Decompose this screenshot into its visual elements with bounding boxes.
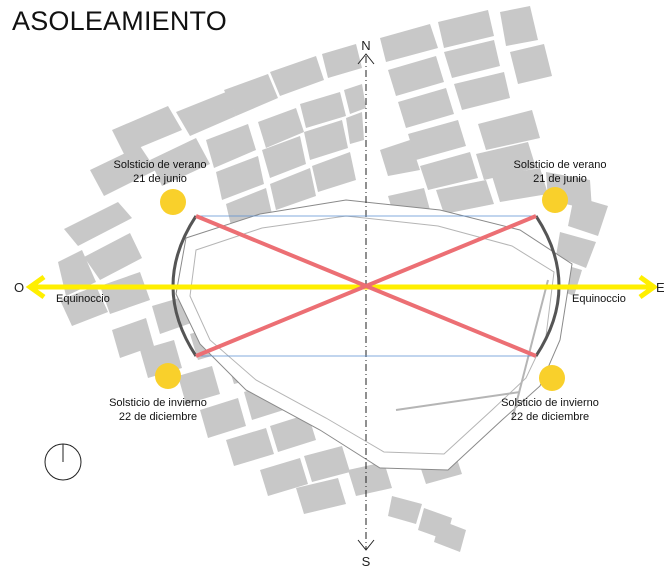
winter-right-label-1: Solsticio de invierno xyxy=(501,397,599,409)
winter-left-label-2: 22 de diciembre xyxy=(119,411,197,423)
west-arrow-icon xyxy=(25,274,46,300)
south-label: S xyxy=(362,554,371,567)
north-arrow-icon xyxy=(357,53,375,65)
summer-sunset-sun-icon xyxy=(542,187,568,213)
summer-right-label-2: 21 de junio xyxy=(533,173,587,185)
summer-left-label-1: Solsticio de verano xyxy=(114,159,207,171)
east-label: E xyxy=(656,280,664,295)
summer-left-label-2: 21 de junio xyxy=(133,173,187,185)
winter-right-label-2: 22 de diciembre xyxy=(511,411,589,423)
equinox-right-label: Equinoccio xyxy=(572,293,626,305)
equinox-left-label: Equinoccio xyxy=(56,293,110,305)
summer-sunrise-sun-icon xyxy=(160,189,186,215)
page-title: ASOLEAMIENTO xyxy=(12,6,227,36)
summer-right-label-1: Solsticio de verano xyxy=(514,159,607,171)
west-label: O xyxy=(14,280,24,295)
south-arrow-icon xyxy=(357,539,375,551)
winter-sunrise-sun-icon xyxy=(155,363,181,389)
plaza-path-2 xyxy=(511,279,549,421)
plaza-path xyxy=(395,391,521,411)
east-arrow-icon xyxy=(638,274,659,300)
central-plaza xyxy=(175,199,573,471)
winter-to-summer-line xyxy=(195,214,537,358)
north-label: N xyxy=(361,38,370,53)
winter-sunset-sun-icon xyxy=(539,365,565,391)
winter-left-label-1: Solsticio de invierno xyxy=(109,397,207,409)
